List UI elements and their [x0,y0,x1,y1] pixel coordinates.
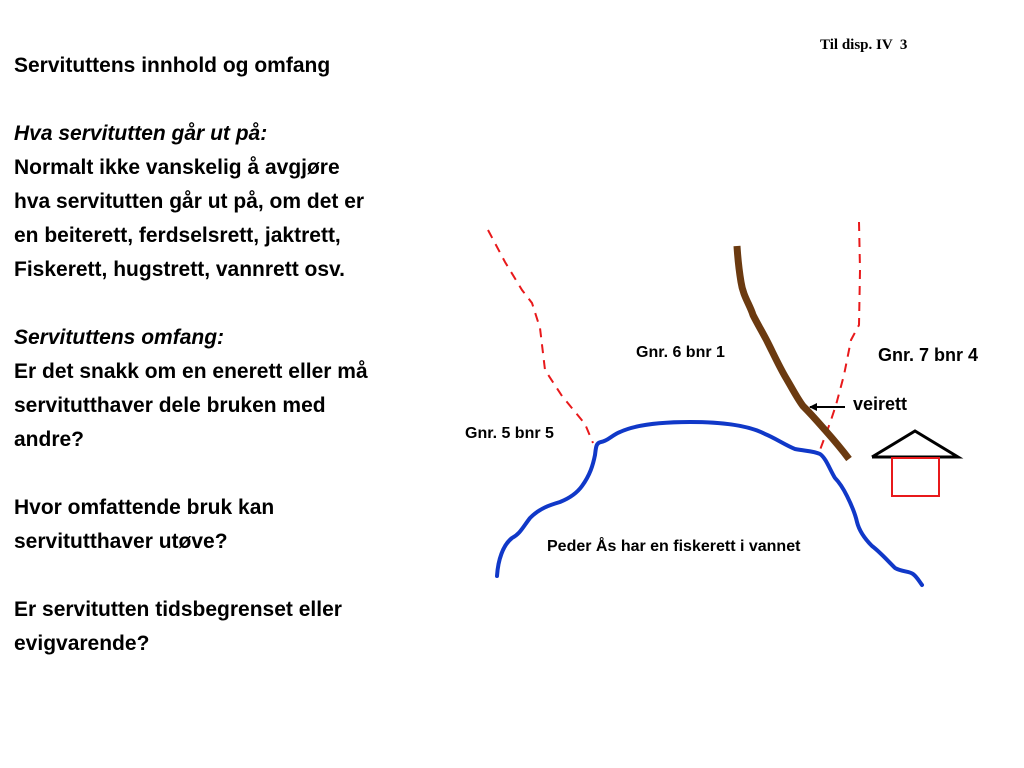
text-line: Normalt ikke vanskelig å avgjøre [14,156,340,179]
text-panel: Servituttens innhold og omfang Hva servi… [14,49,454,661]
boundary-left [487,229,594,444]
house-roof [871,429,964,459]
road-label: veirett [853,394,908,414]
text-line: en beiterett, ferdselsrett, jaktrett, [14,224,341,247]
lake-shoreline [495,420,924,587]
house-body [891,457,940,497]
boundary-right [819,221,862,451]
text-line: evigvarende? [14,632,150,655]
house-icon [871,429,964,497]
title: Servituttens innhold og omfang [14,54,331,77]
page-reference: Til disp. IV 3 [820,37,908,53]
text-line: Er servitutten tidsbegrenset eller [14,598,342,621]
question-heading-2: Servituttens omfang: [14,326,225,349]
text-line: andre? [14,428,85,451]
water-label: Peder Ås har en fiskerett i vannet [547,538,801,555]
road-right-of-way [733,245,852,462]
text-line: hva servitutten går ut på, om det er [14,190,365,213]
text-line: servitutthaver dele bruken med [14,394,326,417]
text-line: Hvor omfattende bruk kan [14,496,275,519]
property-label-gnr5: Gnr. 5 bnr 5 [465,425,554,442]
text-line: servitutthaver utøve? [14,530,228,553]
property-label-gnr6: Gnr. 6 bnr 1 [636,344,725,361]
text-line: Er det snakk om en enerett eller må [14,360,368,383]
property-label-gnr7: Gnr. 7 bnr 4 [878,345,979,365]
question-heading-1: Hva servitutten går ut på: [14,122,268,145]
text-line: Fiskerett, hugstrett, vannrett osv. [14,258,346,281]
